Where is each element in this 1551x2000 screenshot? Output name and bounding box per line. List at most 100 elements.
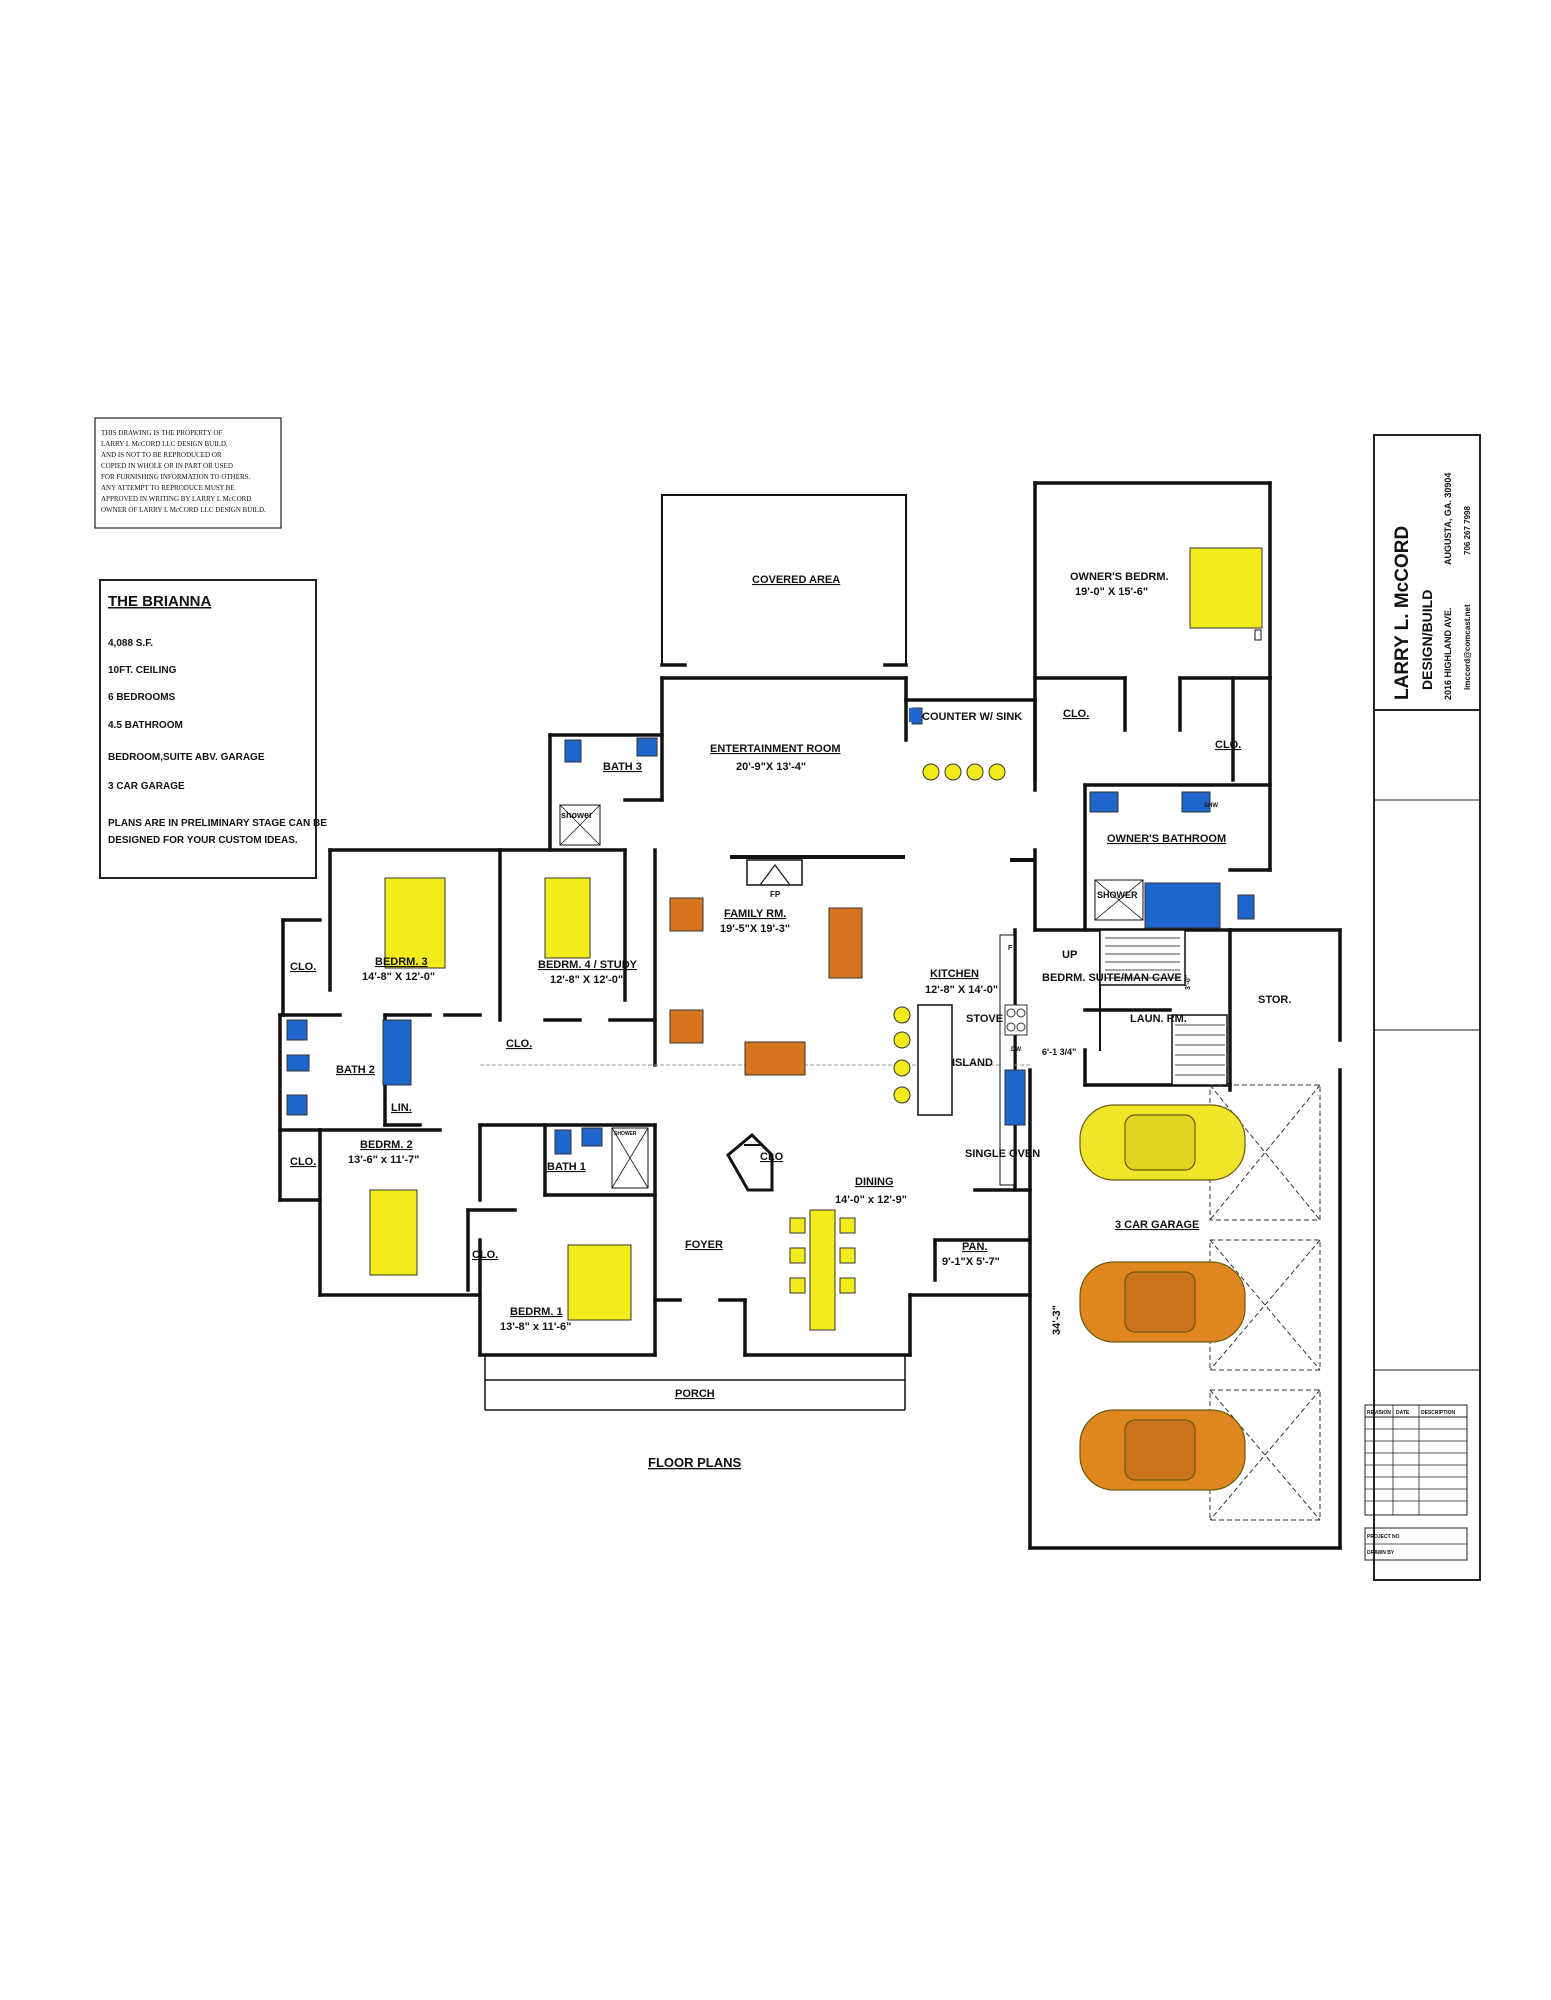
- sink: [581, 1127, 603, 1147]
- sink: [286, 1094, 308, 1116]
- label-stor: STOR.: [1258, 994, 1291, 1006]
- sink: [636, 737, 658, 757]
- designer-sub: DESIGN/BUILD: [1419, 590, 1435, 690]
- notice-line: APPROVED IN WRITING BY LARRY L McCORD: [101, 495, 251, 503]
- dim-garage: 34'-3": [1051, 1305, 1063, 1335]
- plan-bedrooms: 6 BEDROOMS: [108, 692, 176, 703]
- dining-chair: [789, 1277, 806, 1294]
- label-dining: DINING: [855, 1176, 894, 1188]
- label-covered-area: COVERED AREA: [752, 574, 840, 586]
- label-laun: LAUN. RM.: [1130, 1013, 1187, 1025]
- tub: [382, 1019, 412, 1086]
- sink: [1089, 791, 1119, 813]
- sofa-family: [744, 1041, 806, 1076]
- label-bedrm-1: BEDRM. 1: [510, 1306, 563, 1318]
- dim-stair-2: 3'-0": [1185, 975, 1192, 990]
- label-shower-3: shower: [561, 810, 593, 820]
- dining-chair: [789, 1217, 806, 1234]
- label-stove: STOVE: [966, 1013, 1003, 1025]
- dining-chair: [839, 1247, 856, 1264]
- plan-title: THE BRIANNA: [108, 593, 211, 610]
- bar-stool: [893, 1031, 911, 1049]
- notice-line: THIS DRAWING IS THE PROPERTY OF: [101, 429, 222, 437]
- floor-plans-caption: FLOOR PLANS: [648, 1455, 741, 1470]
- label-foyer: FOYER: [685, 1239, 723, 1251]
- bar-stool: [944, 763, 962, 781]
- rev-col-revision: REVISION: [1367, 1410, 1391, 1416]
- label-suite: BEDRM. SUITE/MAN CAVE: [1042, 972, 1182, 984]
- plan-note-1: PLANS ARE IN PRELIMINARY STAGE CAN BE: [108, 818, 327, 829]
- label-up: UP: [1062, 949, 1077, 961]
- furniture: [286, 547, 1263, 1331]
- label-dw: DW: [1011, 1047, 1021, 1053]
- bed-2: [369, 1189, 418, 1276]
- toilet: [554, 1129, 572, 1155]
- chair-family: [669, 897, 704, 932]
- label-clo: CLO.: [290, 961, 316, 973]
- bed-1: [567, 1244, 632, 1321]
- copyright-notice: THIS DRAWING IS THE PROPERTY OF LARRY L …: [94, 417, 282, 529]
- bed-4: [544, 877, 591, 959]
- designer-address: 2016 HIGHLAND AVE.: [1443, 607, 1453, 700]
- bar-stool: [966, 763, 984, 781]
- dim-kitchen: 12'-8" X 14'-0": [925, 984, 998, 996]
- label-clo: CLO.: [506, 1038, 532, 1050]
- plan-garage: 3 CAR GARAGE: [108, 781, 185, 792]
- toilet: [564, 739, 582, 763]
- garage-cars: [1079, 1104, 1246, 1491]
- dim-bedrm-2: 13'-6" x 11'-7": [348, 1154, 419, 1166]
- plan-info-box: THE BRIANNA 4,088 S.F. 10FT. CEILING 6 B…: [99, 579, 327, 879]
- dining-chair: [839, 1277, 856, 1294]
- label-entertainment: ENTERTAINMENT ROOM: [710, 743, 841, 755]
- toilet: [286, 1054, 310, 1072]
- plan-suite: BEDROOM,SUITE ABV. GARAGE: [108, 752, 265, 763]
- bar-stool: [893, 1006, 911, 1024]
- car-orange: [1079, 1261, 1246, 1343]
- label-bath-3: BATH 3: [603, 761, 642, 773]
- title-block: LARRY L. McCORD DESIGN/BUILD 2016 HIGHLA…: [1364, 434, 1481, 1581]
- label-shower-1: SHOWER: [614, 1131, 637, 1137]
- rev-col-description: DESCRIPTION: [1421, 1410, 1456, 1416]
- label-kitchen: KITCHEN: [930, 968, 979, 980]
- label-clo: CLO.: [1063, 708, 1089, 720]
- car-yellow: [1079, 1104, 1246, 1181]
- label-owners-bedrm: OWNER'S BEDRM.: [1070, 571, 1169, 583]
- plan-bathrooms: 4.5 BATHROOM: [108, 720, 183, 731]
- designer-email: lmccord@comcast.net: [1463, 604, 1472, 690]
- dining-chair: [789, 1247, 806, 1264]
- car-orange: [1079, 1409, 1246, 1491]
- toilet: [1237, 894, 1255, 920]
- label-clo: CLO.: [472, 1249, 498, 1261]
- dim-pan: 9'-1"X 5'-7": [942, 1256, 1000, 1268]
- notice-line: ANY ATTEMPT TO REPRODUCE MUST BE: [101, 484, 235, 492]
- notice-line: FOR FURNISHING INFORMATION TO OTHERS.: [101, 473, 251, 481]
- sink: [1004, 1069, 1026, 1126]
- notice-line: LARRY L McCORD LLC DESIGN BUILD.: [101, 440, 228, 448]
- plan-note-2: DESIGNED FOR YOUR CUSTOM IDEAS.: [108, 835, 298, 846]
- bed-3: [384, 877, 446, 969]
- bar-stool: [893, 1059, 911, 1077]
- label-shw: SHW: [1204, 803, 1218, 809]
- label-clo: CLO.: [290, 1156, 316, 1168]
- tub: [1144, 882, 1221, 929]
- sink: [286, 1019, 308, 1041]
- bar-stool: [988, 763, 1006, 781]
- plan-ceiling: 10FT. CEILING: [108, 665, 177, 676]
- dim-stair: 6'-1 3/4": [1042, 1047, 1076, 1057]
- label-bedrm-4: BEDRM. 4 / STUDY: [538, 959, 638, 971]
- thin-lines: [480, 559, 1321, 1521]
- designer-phone: 706 267 7998: [1463, 506, 1472, 555]
- label-counter-sink: COUNTER W/ SINK: [922, 711, 1022, 723]
- dim-bedrm-1: 13'-8" x 11'-6": [500, 1321, 571, 1333]
- label-family: FAMILY RM.: [724, 908, 786, 920]
- label-bath-1: BATH 1: [547, 1161, 586, 1173]
- rev-col-date: DATE: [1396, 1410, 1410, 1416]
- dining-table: [809, 1209, 836, 1331]
- label-clo-foyer: CLO: [760, 1151, 784, 1163]
- label-pan: PAN.: [962, 1241, 987, 1253]
- label-bedrm-2: BEDRM. 2: [360, 1139, 413, 1151]
- revision-table: REVISION DATE DESCRIPTION PROJECT NO DRA…: [1364, 1404, 1468, 1561]
- label-clo: CLO.: [1215, 739, 1241, 751]
- dim-owners-bedrm: 19'-0" X 15'-6": [1075, 586, 1148, 598]
- sink: [1181, 791, 1211, 813]
